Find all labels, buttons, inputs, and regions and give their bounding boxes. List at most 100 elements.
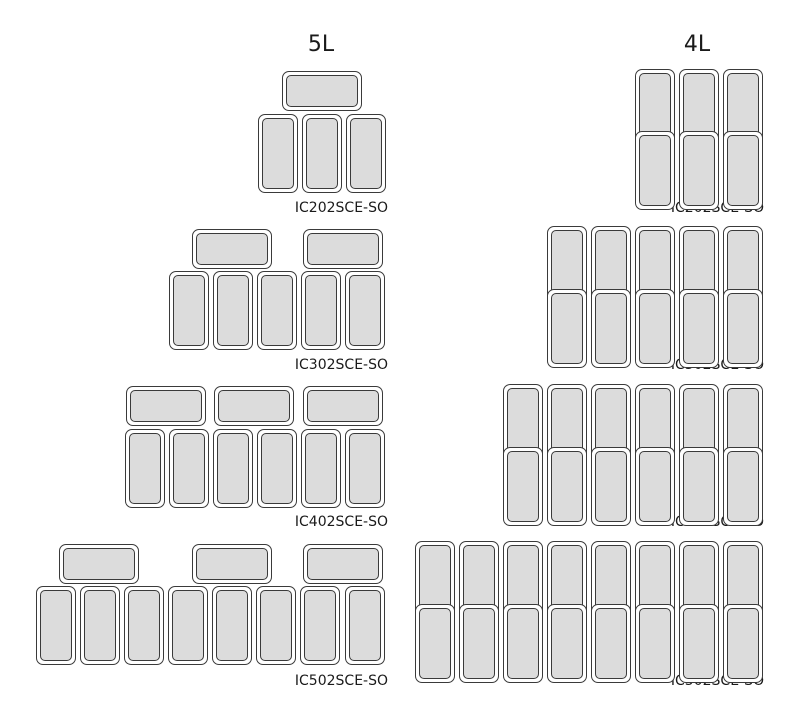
- pan-inner-tray: [262, 118, 294, 189]
- pan-inner-tray: [216, 590, 248, 661]
- pan-4l-row3-vertical-pan: [679, 447, 719, 526]
- pan-4l-row2-vertical-pan: [679, 289, 719, 368]
- pan-inner-tray: [551, 451, 583, 522]
- pan-inner-tray: [305, 275, 337, 346]
- pan-inner-tray: [349, 275, 381, 346]
- pan-5l-row1-horizontal-pan: [282, 71, 362, 111]
- pan-5l-row4-horizontal-pan: [59, 544, 139, 584]
- pan-inner-tray: [683, 608, 715, 679]
- pan-inner-tray: [727, 608, 759, 679]
- pan-inner-tray: [260, 590, 292, 661]
- pan-5l-row3-vertical-pan: [301, 429, 341, 508]
- pan-inner-tray: [84, 590, 116, 661]
- pan-inner-tray: [727, 451, 759, 522]
- pan-inner-tray: [551, 608, 583, 679]
- pan-4l-row1-vertical-pan: [723, 131, 763, 210]
- model-label-5l-row2: IC302SCE-SO: [294, 357, 388, 373]
- pan-5l-row3-horizontal-pan: [214, 386, 294, 426]
- pan-inner-tray: [507, 608, 539, 679]
- pan-5l-row2-horizontal-pan: [192, 229, 272, 269]
- pan-inner-tray: [683, 135, 715, 206]
- pan-4l-row2-vertical-pan: [591, 289, 631, 368]
- pan-4l-row4-vertical-pan: [723, 604, 763, 683]
- pan-inner-tray: [639, 451, 671, 522]
- model-label-5l-row3: IC402SCE-SO: [294, 514, 388, 530]
- pan-5l-row4-horizontal-pan: [303, 544, 383, 584]
- pan-inner-tray: [307, 548, 379, 580]
- pan-5l-row4-horizontal-pan: [192, 544, 272, 584]
- pan-4l-row4-vertical-pan: [679, 604, 719, 683]
- pan-inner-tray: [217, 275, 249, 346]
- pan-5l-row4-vertical-pan: [36, 586, 76, 665]
- pan-5l-row4-vertical-pan: [300, 586, 340, 665]
- pan-5l-row4-vertical-pan: [168, 586, 208, 665]
- pan-inner-tray: [639, 293, 671, 364]
- pan-5l-row1-vertical-pan: [258, 114, 298, 193]
- pan-5l-row3-horizontal-pan: [126, 386, 206, 426]
- pan-5l-row4-vertical-pan: [80, 586, 120, 665]
- pan-5l-row2-vertical-pan: [257, 271, 297, 350]
- pan-4l-row2-vertical-pan: [723, 289, 763, 368]
- pan-4l-row2-vertical-pan: [635, 289, 675, 368]
- pan-4l-row1-vertical-pan: [679, 131, 719, 210]
- pan-inner-tray: [218, 390, 290, 422]
- model-label-5l-row1: IC202SCE-SO: [294, 200, 388, 216]
- pan-inner-tray: [463, 608, 495, 679]
- pan-inner-tray: [306, 118, 338, 189]
- pan-inner-tray: [307, 390, 379, 422]
- pan-inner-tray: [129, 433, 161, 504]
- pan-5l-row3-vertical-pan: [169, 429, 209, 508]
- pan-inner-tray: [639, 135, 671, 206]
- pan-inner-tray: [307, 233, 379, 265]
- pan-inner-tray: [304, 590, 336, 661]
- pan-inner-tray: [40, 590, 72, 661]
- pan-4l-row3-vertical-pan: [591, 447, 631, 526]
- pan-5l-row3-vertical-pan: [213, 429, 253, 508]
- pan-4l-row4-vertical-pan: [547, 604, 587, 683]
- pan-inner-tray: [595, 293, 627, 364]
- pan-5l-row2-vertical-pan: [169, 271, 209, 350]
- pan-4l-row4-vertical-pan: [459, 604, 499, 683]
- pan-4l-row3-vertical-pan: [547, 447, 587, 526]
- pan-4l-row4-vertical-pan: [591, 604, 631, 683]
- title-4l: 4L: [683, 32, 711, 57]
- pan-inner-tray: [419, 608, 451, 679]
- pan-inner-tray: [128, 590, 160, 661]
- pan-4l-row4-vertical-pan: [503, 604, 543, 683]
- pan-5l-row2-horizontal-pan: [303, 229, 383, 269]
- pan-inner-tray: [173, 433, 205, 504]
- pan-inner-tray: [196, 548, 268, 580]
- pan-inner-tray: [551, 293, 583, 364]
- pan-5l-row1-vertical-pan: [346, 114, 386, 193]
- pan-inner-tray: [350, 118, 382, 189]
- pan-inner-tray: [349, 433, 381, 504]
- pan-inner-tray: [727, 293, 759, 364]
- pan-inner-tray: [173, 275, 205, 346]
- pan-5l-row2-vertical-pan: [345, 271, 385, 350]
- pan-inner-tray: [349, 590, 381, 661]
- pan-inner-tray: [172, 590, 204, 661]
- pan-5l-row4-vertical-pan: [212, 586, 252, 665]
- pan-4l-row3-vertical-pan: [503, 447, 543, 526]
- pan-inner-tray: [217, 433, 249, 504]
- pan-inner-tray: [196, 233, 268, 265]
- pan-5l-row4-vertical-pan: [124, 586, 164, 665]
- pan-4l-row1-vertical-pan: [635, 131, 675, 210]
- pan-5l-row2-vertical-pan: [301, 271, 341, 350]
- pan-4l-row4-vertical-pan: [635, 604, 675, 683]
- pan-5l-row2-vertical-pan: [213, 271, 253, 350]
- pan-inner-tray: [683, 451, 715, 522]
- pan-5l-row4-vertical-pan: [256, 586, 296, 665]
- pan-5l-row4-vertical-pan: [345, 586, 385, 665]
- pan-inner-tray: [305, 433, 337, 504]
- pan-inner-tray: [286, 75, 358, 107]
- pan-inner-tray: [63, 548, 135, 580]
- pan-5l-row3-horizontal-pan: [303, 386, 383, 426]
- pan-4l-row2-vertical-pan: [547, 289, 587, 368]
- pan-inner-tray: [261, 433, 293, 504]
- title-5l: 5L: [307, 32, 335, 57]
- pan-4l-row4-vertical-pan: [415, 604, 455, 683]
- pan-inner-tray: [595, 608, 627, 679]
- pan-inner-tray: [595, 451, 627, 522]
